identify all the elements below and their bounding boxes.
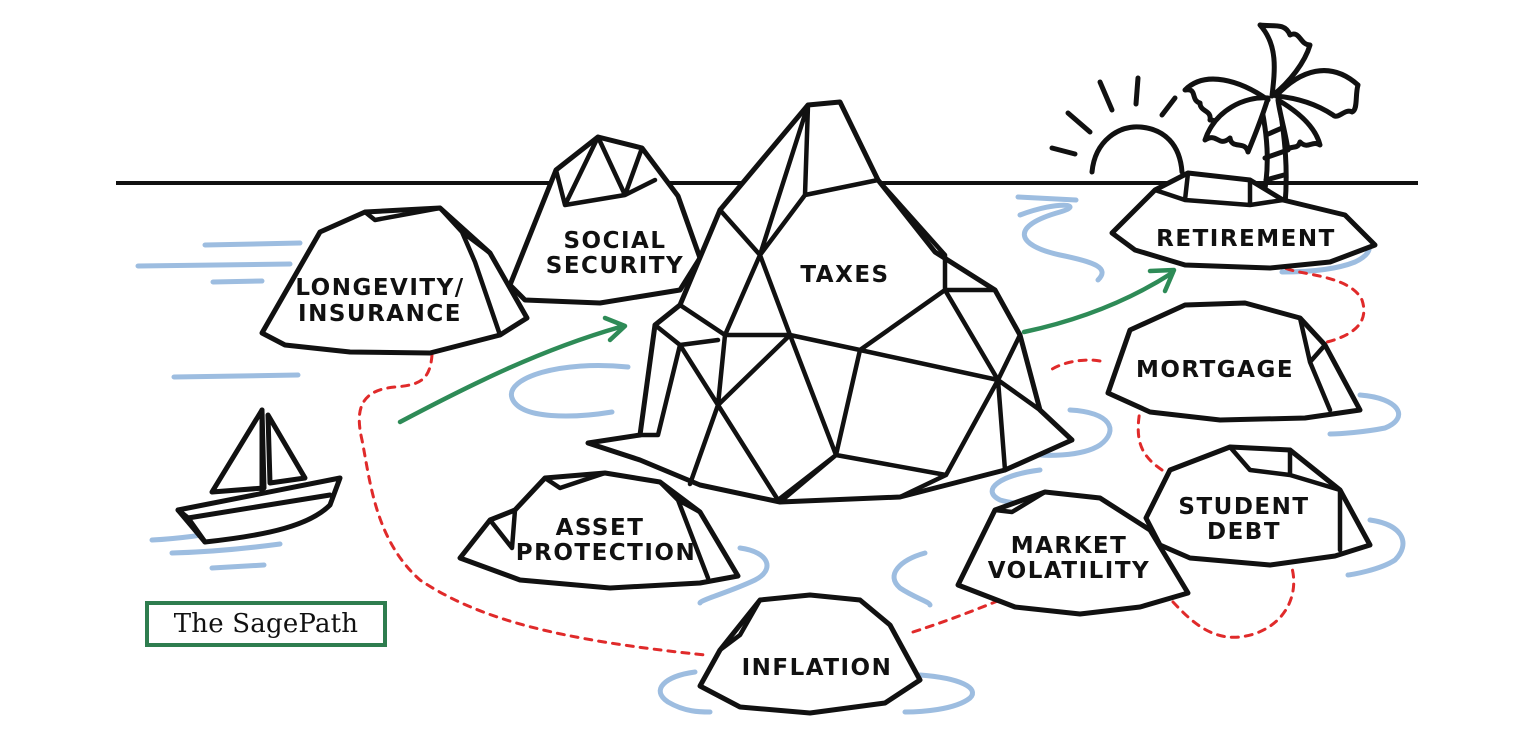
sailboat-icon (175, 407, 343, 545)
rock-student-debt (1143, 444, 1373, 568)
label-longevity-line2: INSURANCE (298, 301, 462, 327)
rock-labels: LONGEVITY/ INSURANCE SOCIAL SECURITY TAX… (295, 226, 1336, 681)
rock-longevity (259, 205, 530, 356)
label-student-line2: DEBT (1207, 519, 1281, 545)
label-taxes: TAXES (800, 262, 889, 288)
rock-inflation (697, 592, 923, 716)
rock-retirement (1109, 170, 1378, 271)
rock-asset-protection (457, 470, 741, 591)
progress-arrows (397, 267, 1177, 425)
palm-tree-icon (1182, 22, 1361, 208)
sun-icon (1049, 75, 1185, 175)
label-social-line1: SOCIAL (563, 228, 666, 254)
brand-logo-box: The SagePath (145, 601, 387, 647)
label-student-line1: STUDENT (1178, 494, 1309, 520)
brand-name: The SagePath (173, 609, 359, 639)
rock-taxes (585, 99, 1075, 505)
label-asset-line1: ASSET (556, 515, 645, 541)
label-market-line2: VOLATILITY (988, 558, 1150, 584)
rock-market-volatility (955, 489, 1191, 617)
label-social-line2: SECURITY (546, 253, 684, 279)
rock-social-security (507, 134, 703, 306)
label-inflation: INFLATION (742, 655, 893, 681)
rock-mortgage (1105, 300, 1363, 423)
label-asset-line2: PROTECTION (516, 540, 696, 566)
label-longevity-line1: LONGEVITY/ (295, 275, 464, 301)
label-retirement: RETIREMENT (1156, 226, 1336, 252)
route-path-dashed (357, 266, 1366, 657)
label-mortgage: MORTGAGE (1136, 357, 1294, 383)
label-market-line1: MARKET (1011, 533, 1128, 559)
